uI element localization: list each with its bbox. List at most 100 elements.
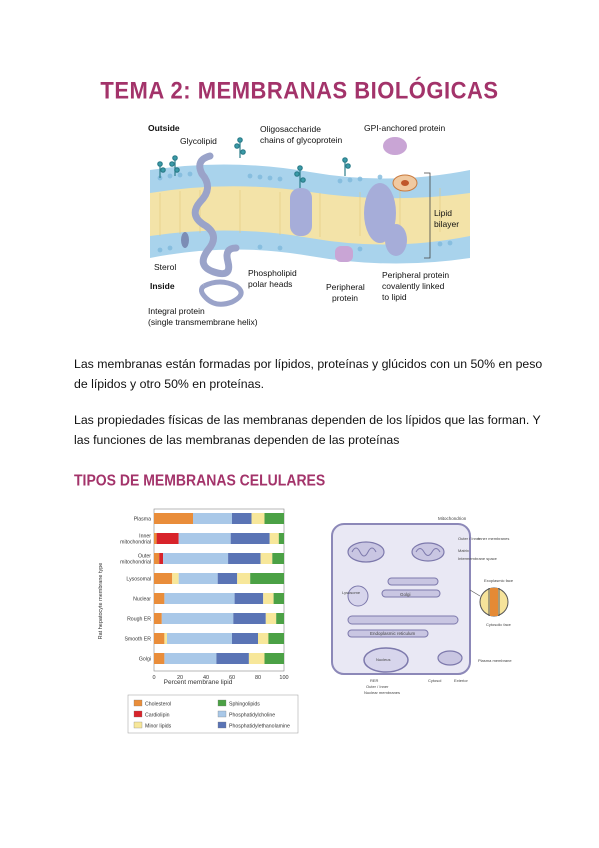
bar-segment	[178, 573, 218, 584]
svg-text:Oligosaccharide: Oligosaccharide	[260, 124, 321, 134]
bar-segment	[251, 513, 265, 524]
svg-text:Plasma membrane: Plasma membrane	[478, 658, 512, 663]
bar-segment	[159, 553, 164, 564]
bar-segment	[161, 613, 234, 624]
bar-segment	[269, 533, 279, 544]
glycolipid-label: Glycolipid	[180, 136, 217, 146]
legend-box	[127, 694, 299, 734]
category-label: mitochondrial	[120, 540, 151, 546]
bar-segment	[154, 573, 173, 584]
svg-text:Peripheral protein: Peripheral protein	[382, 270, 449, 280]
legend-swatch	[133, 721, 143, 729]
gpi-protein	[383, 137, 407, 155]
bar-segment	[234, 593, 264, 604]
legend-label: Minor lipids	[145, 724, 172, 730]
bar-segment	[154, 593, 165, 604]
bar-segment	[250, 573, 284, 584]
paragraph-composition: Las membranas están formadas por lípidos…	[74, 357, 543, 391]
x-tick-label: 60	[229, 675, 235, 681]
svg-text:Golgi: Golgi	[400, 592, 411, 597]
inner-heads	[150, 230, 470, 264]
legend-swatch	[217, 721, 227, 729]
sterol	[181, 232, 189, 248]
legend-label: Phosphatidylethanolamine	[229, 724, 290, 730]
plot-frame	[153, 508, 285, 672]
bar-segment	[154, 633, 165, 644]
section-heading: TIPOS DE MEMBRANAS CELULARES	[74, 471, 326, 489]
page-title: TEMA 2: MEMBRANAS BIOLÓGICAS	[100, 76, 499, 105]
svg-text:Intermembrane space: Intermembrane space	[458, 556, 498, 561]
bar-segment	[272, 553, 284, 564]
bar-segment	[264, 653, 284, 664]
transmembrane-protein	[364, 183, 396, 243]
category-label: Lysosomal	[126, 577, 151, 583]
svg-text:Mitochondrion: Mitochondrion	[438, 516, 467, 521]
integral-protein	[191, 152, 240, 278]
svg-text:RER: RER	[370, 678, 379, 683]
svg-text:Inner membranes: Inner membranes	[478, 536, 509, 541]
x-tick-label: 0	[152, 675, 155, 681]
bar-segment	[233, 613, 266, 624]
legend-label: Sphingolipids	[229, 702, 260, 708]
bar-segment	[163, 553, 229, 564]
lipid-composition-chart: PlasmaInnermitochondrialOutermitochondri…	[98, 508, 299, 734]
bar-segment	[172, 573, 179, 584]
category-label: Outer	[138, 554, 151, 560]
membrane-diagram: Outside Glycolipid Oligosaccharide chain…	[148, 123, 470, 327]
bar-segment	[264, 513, 284, 524]
svg-text:Phospholipid: Phospholipid	[248, 268, 297, 278]
bar-segment	[164, 633, 167, 644]
category-label: Nuclear	[133, 597, 151, 603]
bar-segment	[178, 533, 231, 544]
svg-text:GPI-anchored protein: GPI-anchored protein	[364, 123, 446, 133]
svg-text:Matrix: Matrix	[458, 548, 469, 553]
svg-text:Outer / Inner: Outer / Inner	[366, 684, 389, 689]
svg-text:polar heads: polar heads	[248, 279, 292, 289]
paragraph-properties: Las propiedades físicas de las membranas…	[74, 413, 541, 447]
bar-segment	[263, 593, 274, 604]
glycoprotein	[290, 188, 312, 236]
category-label: Golgi	[139, 657, 151, 663]
bar-segment	[167, 633, 232, 644]
svg-text:Nuclear membranes: Nuclear membranes	[364, 690, 400, 695]
covalent-peripheral-protein	[385, 224, 407, 256]
bar-segment	[154, 553, 160, 564]
bar-segment	[154, 653, 165, 664]
svg-text:Exterior: Exterior	[454, 678, 468, 683]
svg-text:Endoplasmic reticulum: Endoplasmic reticulum	[370, 631, 416, 636]
legend-swatch	[217, 710, 227, 718]
peripheral-protein	[335, 246, 353, 262]
svg-text:Exoplasmic face: Exoplasmic face	[484, 578, 514, 583]
bar-segment	[232, 513, 252, 524]
legend-label: Cardiolipin	[145, 713, 170, 719]
bar-segment	[232, 633, 258, 644]
svg-text:Cytosol: Cytosol	[428, 678, 441, 683]
category-label: Plasma	[134, 517, 151, 523]
bar-segment	[154, 533, 157, 544]
svg-text:to lipid: to lipid	[382, 292, 407, 302]
bar-segment	[154, 613, 162, 624]
bar-segment	[237, 573, 251, 584]
svg-text:bilayer: bilayer	[434, 219, 459, 229]
svg-text:covalently linked: covalently linked	[382, 281, 445, 291]
bar-segment	[217, 573, 238, 584]
svg-text:Integral protein: Integral protein	[148, 306, 205, 316]
category-label: Smooth ER	[124, 637, 151, 643]
legend-label: Cholesterol	[145, 702, 171, 708]
bar-segment	[248, 653, 265, 664]
svg-text:Sterol: Sterol	[154, 262, 176, 272]
bar-segment	[230, 533, 270, 544]
legend-swatch	[217, 699, 227, 707]
bar-segment	[265, 613, 277, 624]
bar-segment	[228, 553, 261, 564]
cell-membranes-diagram: Mitochondrion Outer / Inner Inner membra…	[331, 516, 514, 695]
category-label: Inner	[139, 534, 151, 540]
svg-text:Outer / Inner: Outer / Inner	[458, 536, 481, 541]
bar-segment	[276, 613, 284, 624]
bar-segment	[258, 633, 269, 644]
legend-swatch	[133, 710, 143, 718]
bar-segment	[164, 593, 235, 604]
bar-segment	[156, 533, 179, 544]
x-tick-label: 20	[177, 675, 183, 681]
bar-segment	[193, 513, 232, 524]
